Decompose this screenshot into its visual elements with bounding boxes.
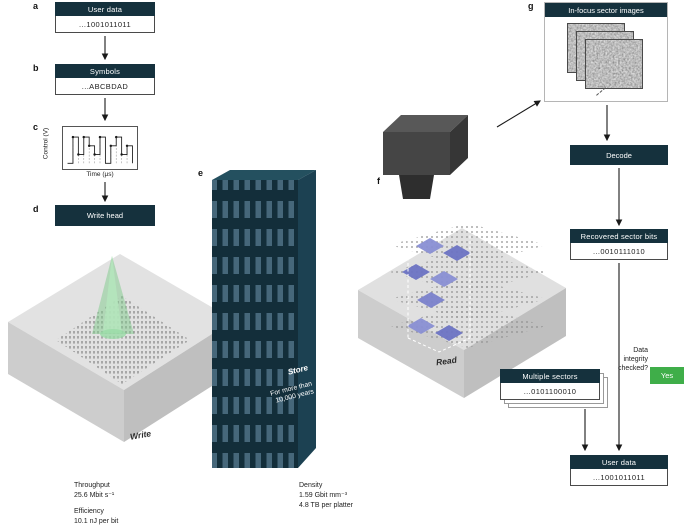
efficiency-value: 10.1 nJ per bit	[74, 518, 119, 525]
efficiency-label: Efficiency	[74, 508, 104, 515]
sector-images-panel: In-focus sector images	[544, 2, 668, 102]
user-data-output-header: User data	[570, 455, 668, 469]
recovered-bits-box: Recovered sector bits ...0010111010	[570, 229, 668, 260]
throughput-label: Throughput	[74, 482, 110, 489]
read-data-layers	[390, 223, 546, 348]
sector-image-3	[585, 39, 643, 89]
read-sector-column	[407, 193, 471, 353]
laser-beam	[92, 256, 134, 339]
multiple-sectors-box: Multiple sectors ...0101100010	[500, 369, 600, 400]
microscope-objective	[383, 115, 468, 199]
symbols-header: Symbols	[55, 64, 155, 78]
panel-tag-c: c	[33, 122, 39, 132]
recovered-bits-header: Recovered sector bits	[570, 229, 668, 243]
panel-tag-e: e	[198, 168, 204, 178]
density-label: Density	[299, 482, 323, 489]
multiple-sectors-value: ...0101100010	[500, 383, 600, 400]
sector-images-header: In-focus sector images	[545, 3, 667, 17]
density-value: 1.59 Gbit mm⁻³	[299, 492, 348, 499]
control-signal-ylabel: Control (V)	[42, 127, 50, 160]
density-stat: Density 1.59 Gbit mm⁻³ 4.8 TB per platte…	[299, 481, 353, 511]
symbols-value: ...ABCBDAD	[55, 78, 155, 95]
decode-box: Decode	[570, 145, 668, 165]
integrity-question: Data integrity checked?	[618, 347, 648, 372]
write-voxel-grid	[56, 296, 190, 384]
panel-tag-d: d	[33, 204, 39, 214]
control-signal-xlabel: Time (μs)	[86, 171, 114, 178]
throughput-value: 25.6 Mbit s⁻¹	[74, 492, 115, 499]
write-head-box: Write head	[55, 205, 155, 226]
integrity-yes-badge: Yes	[650, 367, 684, 384]
control-signal-plot	[62, 126, 138, 170]
symbols-box: Symbols ...ABCBDAD	[55, 64, 155, 95]
recovered-bits-value: ...0010111010	[570, 243, 668, 260]
user-data-input-box: User data ...1001011011	[55, 2, 155, 33]
user-data-output-value: ...1001011011	[570, 469, 668, 486]
panel-tag-g: g	[528, 1, 534, 11]
panel-tag-f: f	[377, 176, 380, 186]
capacity-value: 4.8 TB per platter	[299, 502, 353, 509]
panel-tag-b: b	[33, 63, 39, 73]
panel-tag-a: a	[33, 1, 39, 11]
user-data-input-value: ...1001011011	[55, 16, 155, 33]
efficiency-stat: Efficiency 10.1 nJ per bit	[74, 507, 118, 527]
multiple-sectors-header: Multiple sectors	[500, 369, 600, 383]
store-block	[212, 170, 316, 468]
highlighted-sectors	[402, 238, 471, 341]
user-data-input-header: User data	[55, 2, 155, 16]
user-data-output-box: User data ...1001011011	[570, 455, 668, 486]
throughput-stat: Throughput 25.6 Mbit s⁻¹	[74, 481, 114, 501]
